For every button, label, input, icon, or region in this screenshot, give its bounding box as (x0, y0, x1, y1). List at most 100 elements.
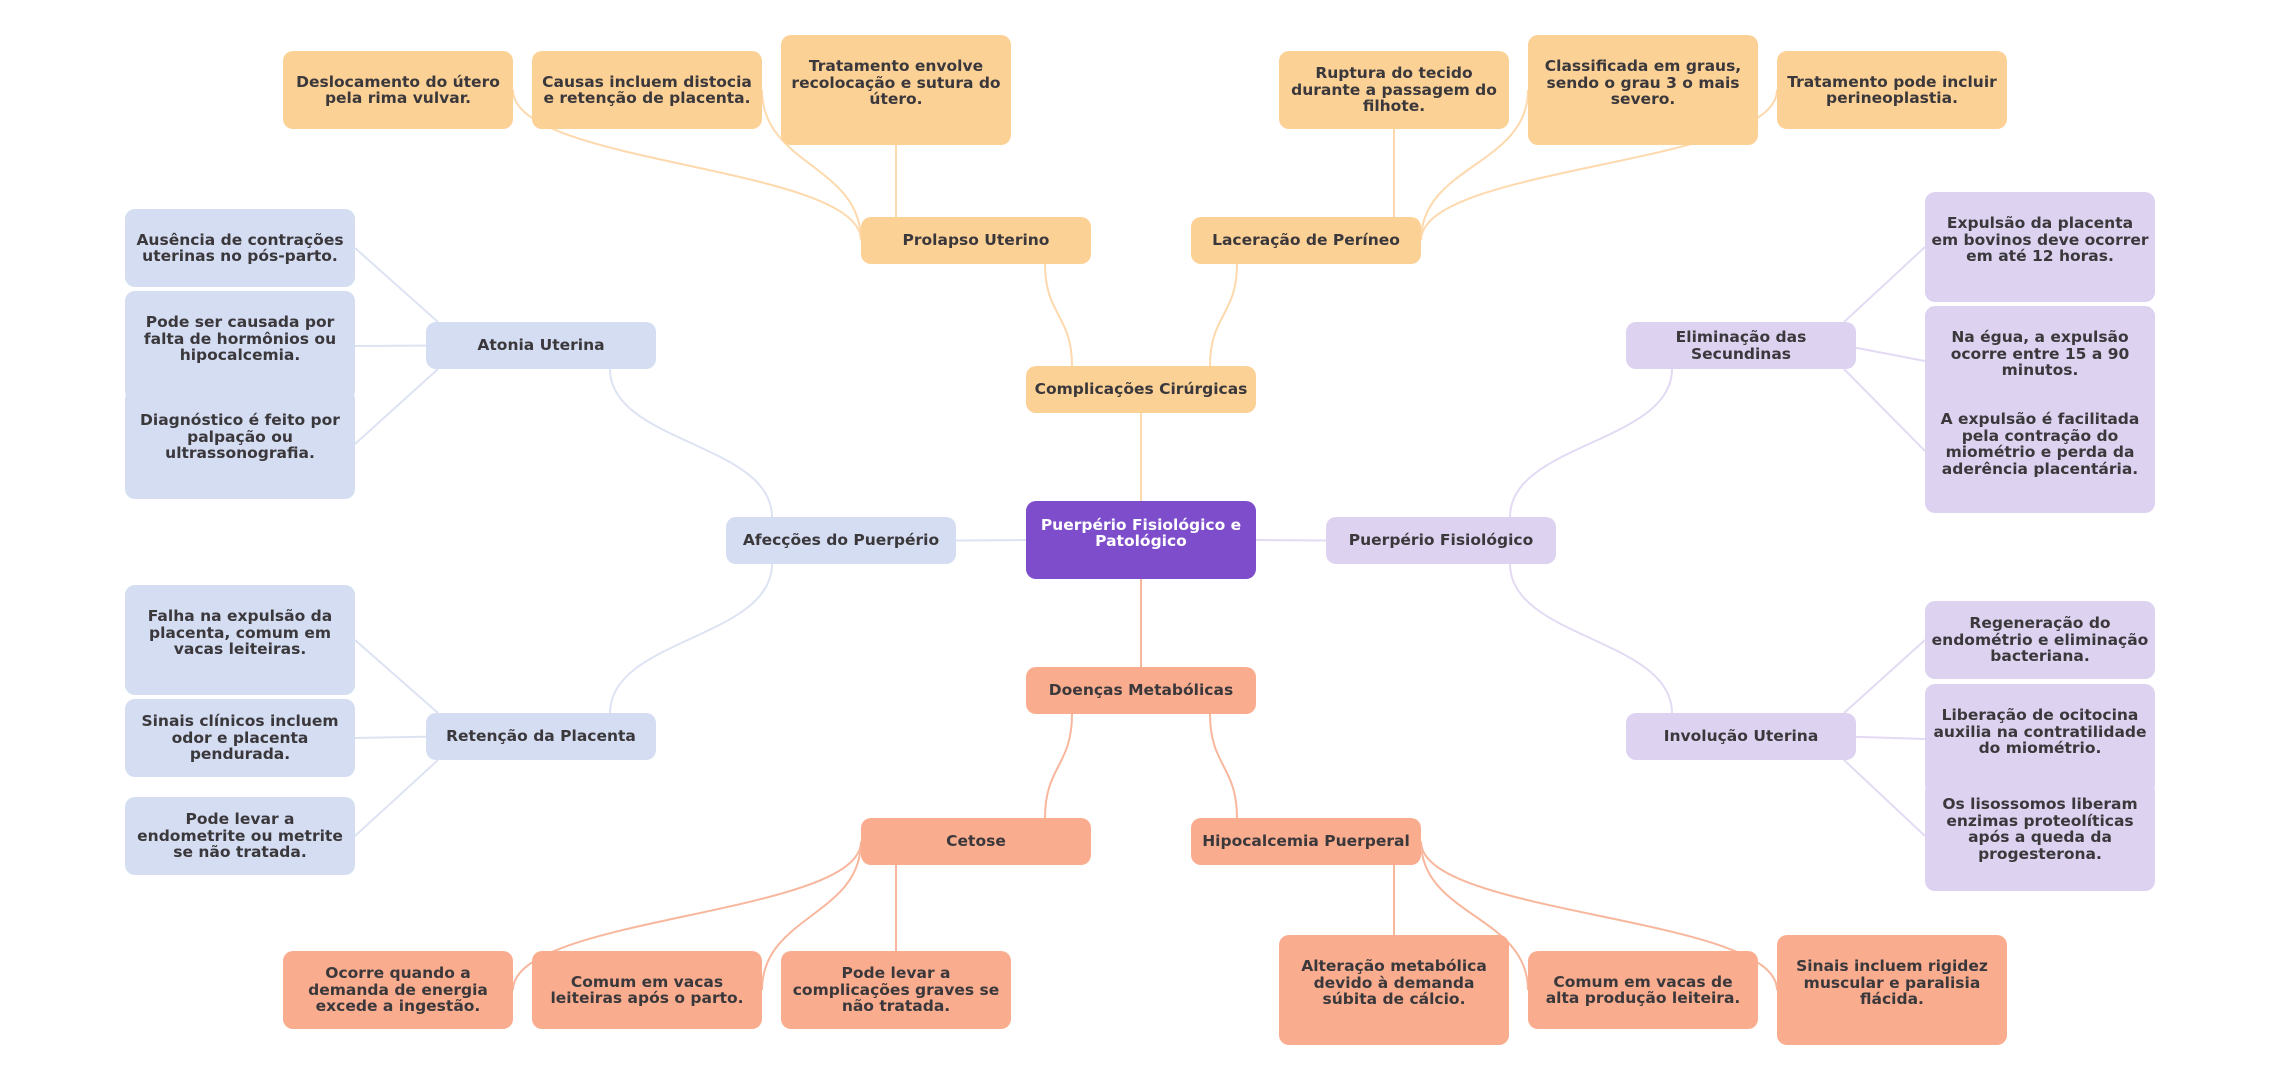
leaf-node[interactable]: A expulsão é facilitada pela contração d… (1925, 389, 2155, 513)
connector-lace-lace-1 (1420, 89, 1529, 241)
leaf-node[interactable]: Tratamento pode incluir perineoplastia. (1777, 51, 2007, 129)
leaf-text: A expulsão é facilitada pela contração d… (1940, 410, 2140, 478)
leaf-text: Comum em vacas de alta produção leiteira… (1545, 972, 1741, 1007)
leaf-text: Tratamento envolve recolocação e sutura … (791, 57, 1001, 109)
leaf-node[interactable]: Os lisossomos liberam enzimas proteolíti… (1925, 781, 2155, 891)
branch-label: Puerpério Fisiológico (1348, 531, 1534, 550)
leaf-node[interactable]: Sinais incluem rigidez muscular e parali… (1777, 935, 2007, 1045)
topic-label: Retenção da Placenta (446, 727, 636, 746)
leaf-node[interactable]: Comum em vacas de alta produção leiteira… (1528, 951, 1758, 1029)
leaf-node[interactable]: Pode ser causada por falta de hormônios … (125, 291, 355, 401)
leaf-text: Liberação de ocitocina auxilia na contra… (1933, 706, 2147, 758)
leaf-text: Deslocamento do útero pela rima vulvar. (296, 72, 500, 107)
connector-aton-aton-1 (354, 344, 439, 347)
connector-rete-rete-0 (354, 639, 439, 714)
leaf-node[interactable]: Ocorre quando a demanda de energia exced… (283, 951, 513, 1029)
connector-ceto-ceto-1 (761, 841, 862, 991)
topic-label: Cetose (946, 832, 1006, 851)
leaf-node[interactable]: Comum em vacas leiteiras após o parto. (532, 951, 762, 1029)
connector-rete-rete-2 (354, 759, 439, 837)
branch-label: Doenças Metabólicas (1048, 681, 1234, 700)
leaf-node[interactable]: Falha na expulsão da placenta, comum em … (125, 585, 355, 695)
connector-rete-rete-1 (354, 735, 439, 739)
connector-aton-aton-2 (354, 368, 439, 445)
leaf-node[interactable]: Pode levar a endometrite ou metrite se n… (125, 797, 355, 875)
connector-invo-invo-1 (1843, 735, 1926, 740)
leaf-node[interactable]: Causas incluem distocia e retenção de pl… (532, 51, 762, 129)
connector-invo-invo-0 (1843, 639, 1926, 714)
branch-afeccoes-do-puerperio[interactable]: Afecções do Puerpério (726, 517, 956, 564)
connector-root-fisio (1255, 539, 1327, 542)
topic-label: Prolapso Uterino (902, 231, 1050, 250)
leaf-text: Falha na expulsão da placenta, comum em … (147, 607, 333, 659)
branch-label: Afecções do Puerpério (742, 531, 940, 550)
topic-label: Hipocalcemia Puerperal (1202, 832, 1410, 851)
connector-secu-secu-0 (1843, 246, 1926, 323)
branch-doencas-metabolicas[interactable]: Doenças Metabólicas (1026, 667, 1256, 714)
connector-invo-invo-2 (1843, 759, 1926, 837)
leaf-text: Sinais clínicos incluem odor e placenta … (141, 712, 339, 764)
branch-puerperio-fisiologico[interactable]: Puerpério Fisiológico (1326, 517, 1556, 564)
leaf-node[interactable]: Deslocamento do útero pela rima vulvar. (283, 51, 513, 129)
leaf-node[interactable]: Expulsão da placenta em bovinos deve oco… (1925, 192, 2155, 302)
connector-lace-lace-2 (1420, 89, 1778, 241)
leaf-text: Tratamento pode incluir perineoplastia. (1787, 72, 1997, 107)
leaf-text: Os lisossomos liberam enzimas proteolíti… (1942, 795, 2138, 863)
leaf-text: Ocorre quando a demanda de energia exced… (308, 964, 488, 1016)
leaf-text: Diagnóstico é feito por palpação ou ultr… (140, 411, 340, 463)
connector-aton-aton-0 (354, 247, 439, 323)
topic-retencao-da-placenta[interactable]: Retenção da Placenta (426, 713, 656, 760)
leaf-node[interactable]: Alteração metabólica devido à demanda sú… (1279, 935, 1509, 1045)
leaf-text: Ruptura do tecido durante a passagem do … (1291, 64, 1497, 116)
leaf-node[interactable]: Diagnóstico é feito por palpação ou ultr… (125, 389, 355, 499)
leaf-node[interactable]: Classificada em graus, sendo o grau 3 o … (1528, 35, 1758, 145)
connector-surg-prol (1044, 263, 1073, 367)
topic-hipocalcemia-puerperal[interactable]: Hipocalcemia Puerperal (1191, 818, 1421, 865)
topic-eliminacao-das-secundinas[interactable]: Eliminação das Secundinas (1626, 322, 1856, 369)
leaf-text: Pode levar a complicações graves se não … (792, 964, 1000, 1016)
root-node-label: Puerpério Fisiológico e Patológico (1040, 515, 1242, 550)
leaf-node[interactable]: Pode levar a complicações graves se não … (781, 951, 1011, 1029)
leaf-text: Sinais incluem rigidez muscular e parali… (1796, 957, 1988, 1009)
root-node[interactable]: Puerpério Fisiológico e Patológico (1026, 501, 1256, 579)
connector-hipo-hipo-2 (1420, 841, 1778, 991)
topic-laceracao-de-perineo[interactable]: Laceração de Períneo (1191, 217, 1421, 264)
topic-label: Atonia Uterina (477, 336, 605, 355)
topic-label: Eliminação das Secundinas (1675, 328, 1807, 363)
leaf-text: Regeneração do endométrio e eliminação b… (1931, 614, 2149, 666)
leaf-text: Pode ser causada por falta de hormônios … (143, 313, 337, 365)
branch-label: Complicações Cirúrgicas (1034, 380, 1248, 399)
leaf-text: Causas incluem distocia e retenção de pl… (542, 72, 752, 107)
leaf-node[interactable]: Liberação de ocitocina auxilia na contra… (1925, 684, 2155, 794)
branch-complicacoes-cirurgicas[interactable]: Complicações Cirúrgicas (1026, 366, 1256, 413)
leaf-node[interactable]: Ausência de contrações uterinas no pós-p… (125, 209, 355, 287)
topic-atonia-uterina[interactable]: Atonia Uterina (426, 322, 656, 369)
leaf-text: Alteração metabólica devido à demanda sú… (1301, 957, 1487, 1009)
leaf-text: Na égua, a expulsão ocorre entre 15 a 90… (1950, 328, 2130, 380)
connector-root-afec (955, 539, 1027, 542)
leaf-node[interactable]: Tratamento envolve recolocação e sutura … (781, 35, 1011, 145)
connector-metab-ceto (1044, 713, 1073, 819)
connector-afec-rete (609, 563, 773, 714)
leaf-node[interactable]: Ruptura do tecido durante a passagem do … (1279, 51, 1509, 129)
leaf-node[interactable]: Sinais clínicos incluem odor e placenta … (125, 699, 355, 777)
connector-surg-lace (1209, 263, 1238, 367)
topic-label: Involução Uterina (1663, 727, 1819, 746)
topic-cetose[interactable]: Cetose (861, 818, 1091, 865)
leaf-text: Classificada em graus, sendo o grau 3 o … (1544, 57, 1742, 109)
topic-involucao-uterina[interactable]: Involução Uterina (1626, 713, 1856, 760)
connector-ceto-ceto-0 (512, 841, 862, 991)
topic-prolapso-uterino[interactable]: Prolapso Uterino (861, 217, 1091, 264)
connector-prol-prol-1 (761, 89, 862, 241)
connector-hipo-hipo-1 (1420, 841, 1529, 991)
connector-afec-aton (609, 368, 773, 518)
leaf-text: Expulsão da placenta em bovinos deve oco… (1931, 214, 2149, 266)
connector-prol-prol-0 (512, 89, 862, 241)
leaf-node[interactable]: Regeneração do endométrio e eliminação b… (1925, 601, 2155, 679)
connector-fisio-invo (1509, 563, 1673, 714)
connector-secu-secu-2 (1843, 368, 1926, 452)
leaf-text: Pode levar a endometrite ou metrite se n… (137, 810, 343, 862)
connector-metab-hipo (1209, 713, 1238, 819)
connector-secu-secu-1 (1843, 344, 1926, 362)
